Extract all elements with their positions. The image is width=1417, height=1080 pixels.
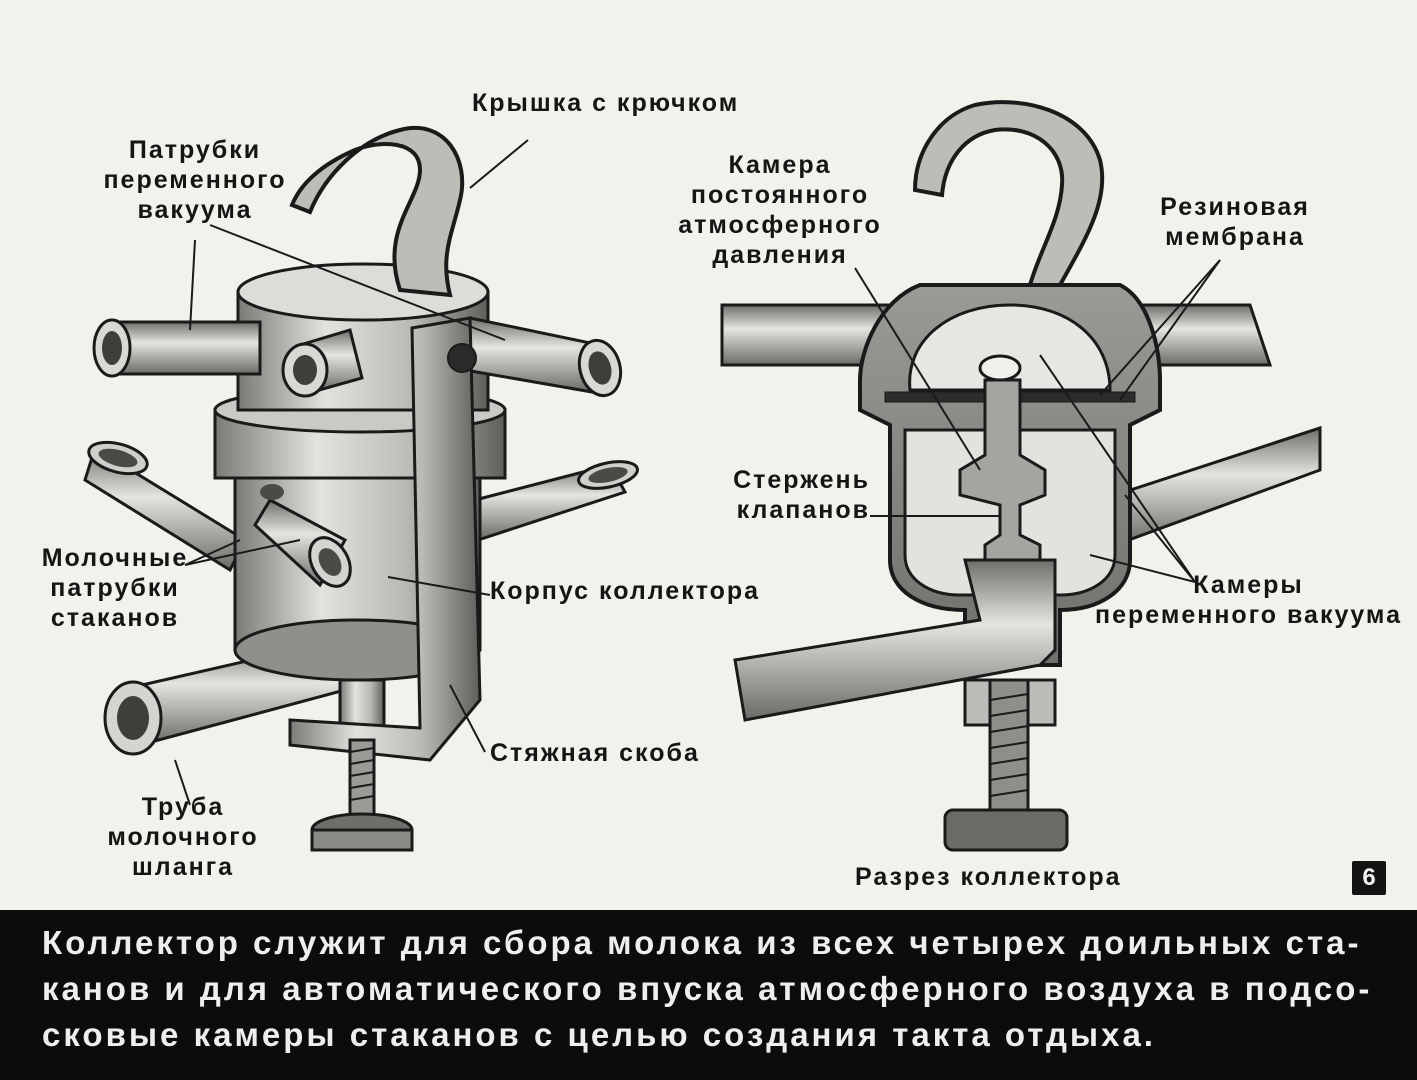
vacuum-pipe-front: [281, 328, 364, 398]
milk-pipe-front: [253, 484, 352, 588]
frame-number-badge: 6: [1352, 861, 1386, 895]
collector-illustration: [83, 100, 1322, 852]
section-screw: [943, 678, 1069, 852]
milk-pipe-left: [83, 440, 247, 573]
left-leader-lines: [174, 139, 529, 806]
label-variable-vacuum-chambers: Камеры переменного вакуума: [1094, 571, 1403, 629]
section-cover-hook: [912, 100, 1105, 287]
right-leader-lines: [854, 259, 1221, 583]
cover-hook: [289, 126, 465, 298]
label-section-title: Разрез коллектора: [855, 863, 1122, 891]
collector-external-view: [83, 126, 639, 852]
caption-text: Коллектор служит для сбора молока из все…: [42, 924, 1373, 1053]
label-milk-cup-pipes: Молочные патрубки стаканов: [41, 544, 189, 632]
constant-pressure-chamber: [908, 303, 1112, 392]
section-diagonal-pipe: [1098, 425, 1322, 547]
label-constant-pressure-chamber: Камера постоянного атмосферного давления: [678, 151, 882, 269]
label-cover-hook: Крышка с крючком: [472, 89, 740, 117]
vacuum-pipe-left: [92, 318, 262, 378]
label-collector-body: Корпус коллектора: [490, 577, 761, 605]
label-milk-hose-tube: Труба молочного шланга: [107, 793, 259, 881]
caption-band: Коллектор служит для сбора молока из все…: [0, 910, 1417, 1080]
label-valve-stem: Стержень клапанов: [733, 466, 870, 524]
label-rubber-membrane: Резиновая мембрана: [1160, 193, 1310, 251]
label-clamp-bracket: Стяжная скоба: [490, 739, 700, 767]
collector-section-view: [720, 100, 1322, 852]
section-outlet-elbow: [733, 558, 1057, 722]
label-variable-vacuum-pipes: Патрубки переменного вакуума: [103, 136, 287, 224]
valve-cap: [978, 354, 1022, 382]
clamp-screw: [310, 738, 414, 852]
